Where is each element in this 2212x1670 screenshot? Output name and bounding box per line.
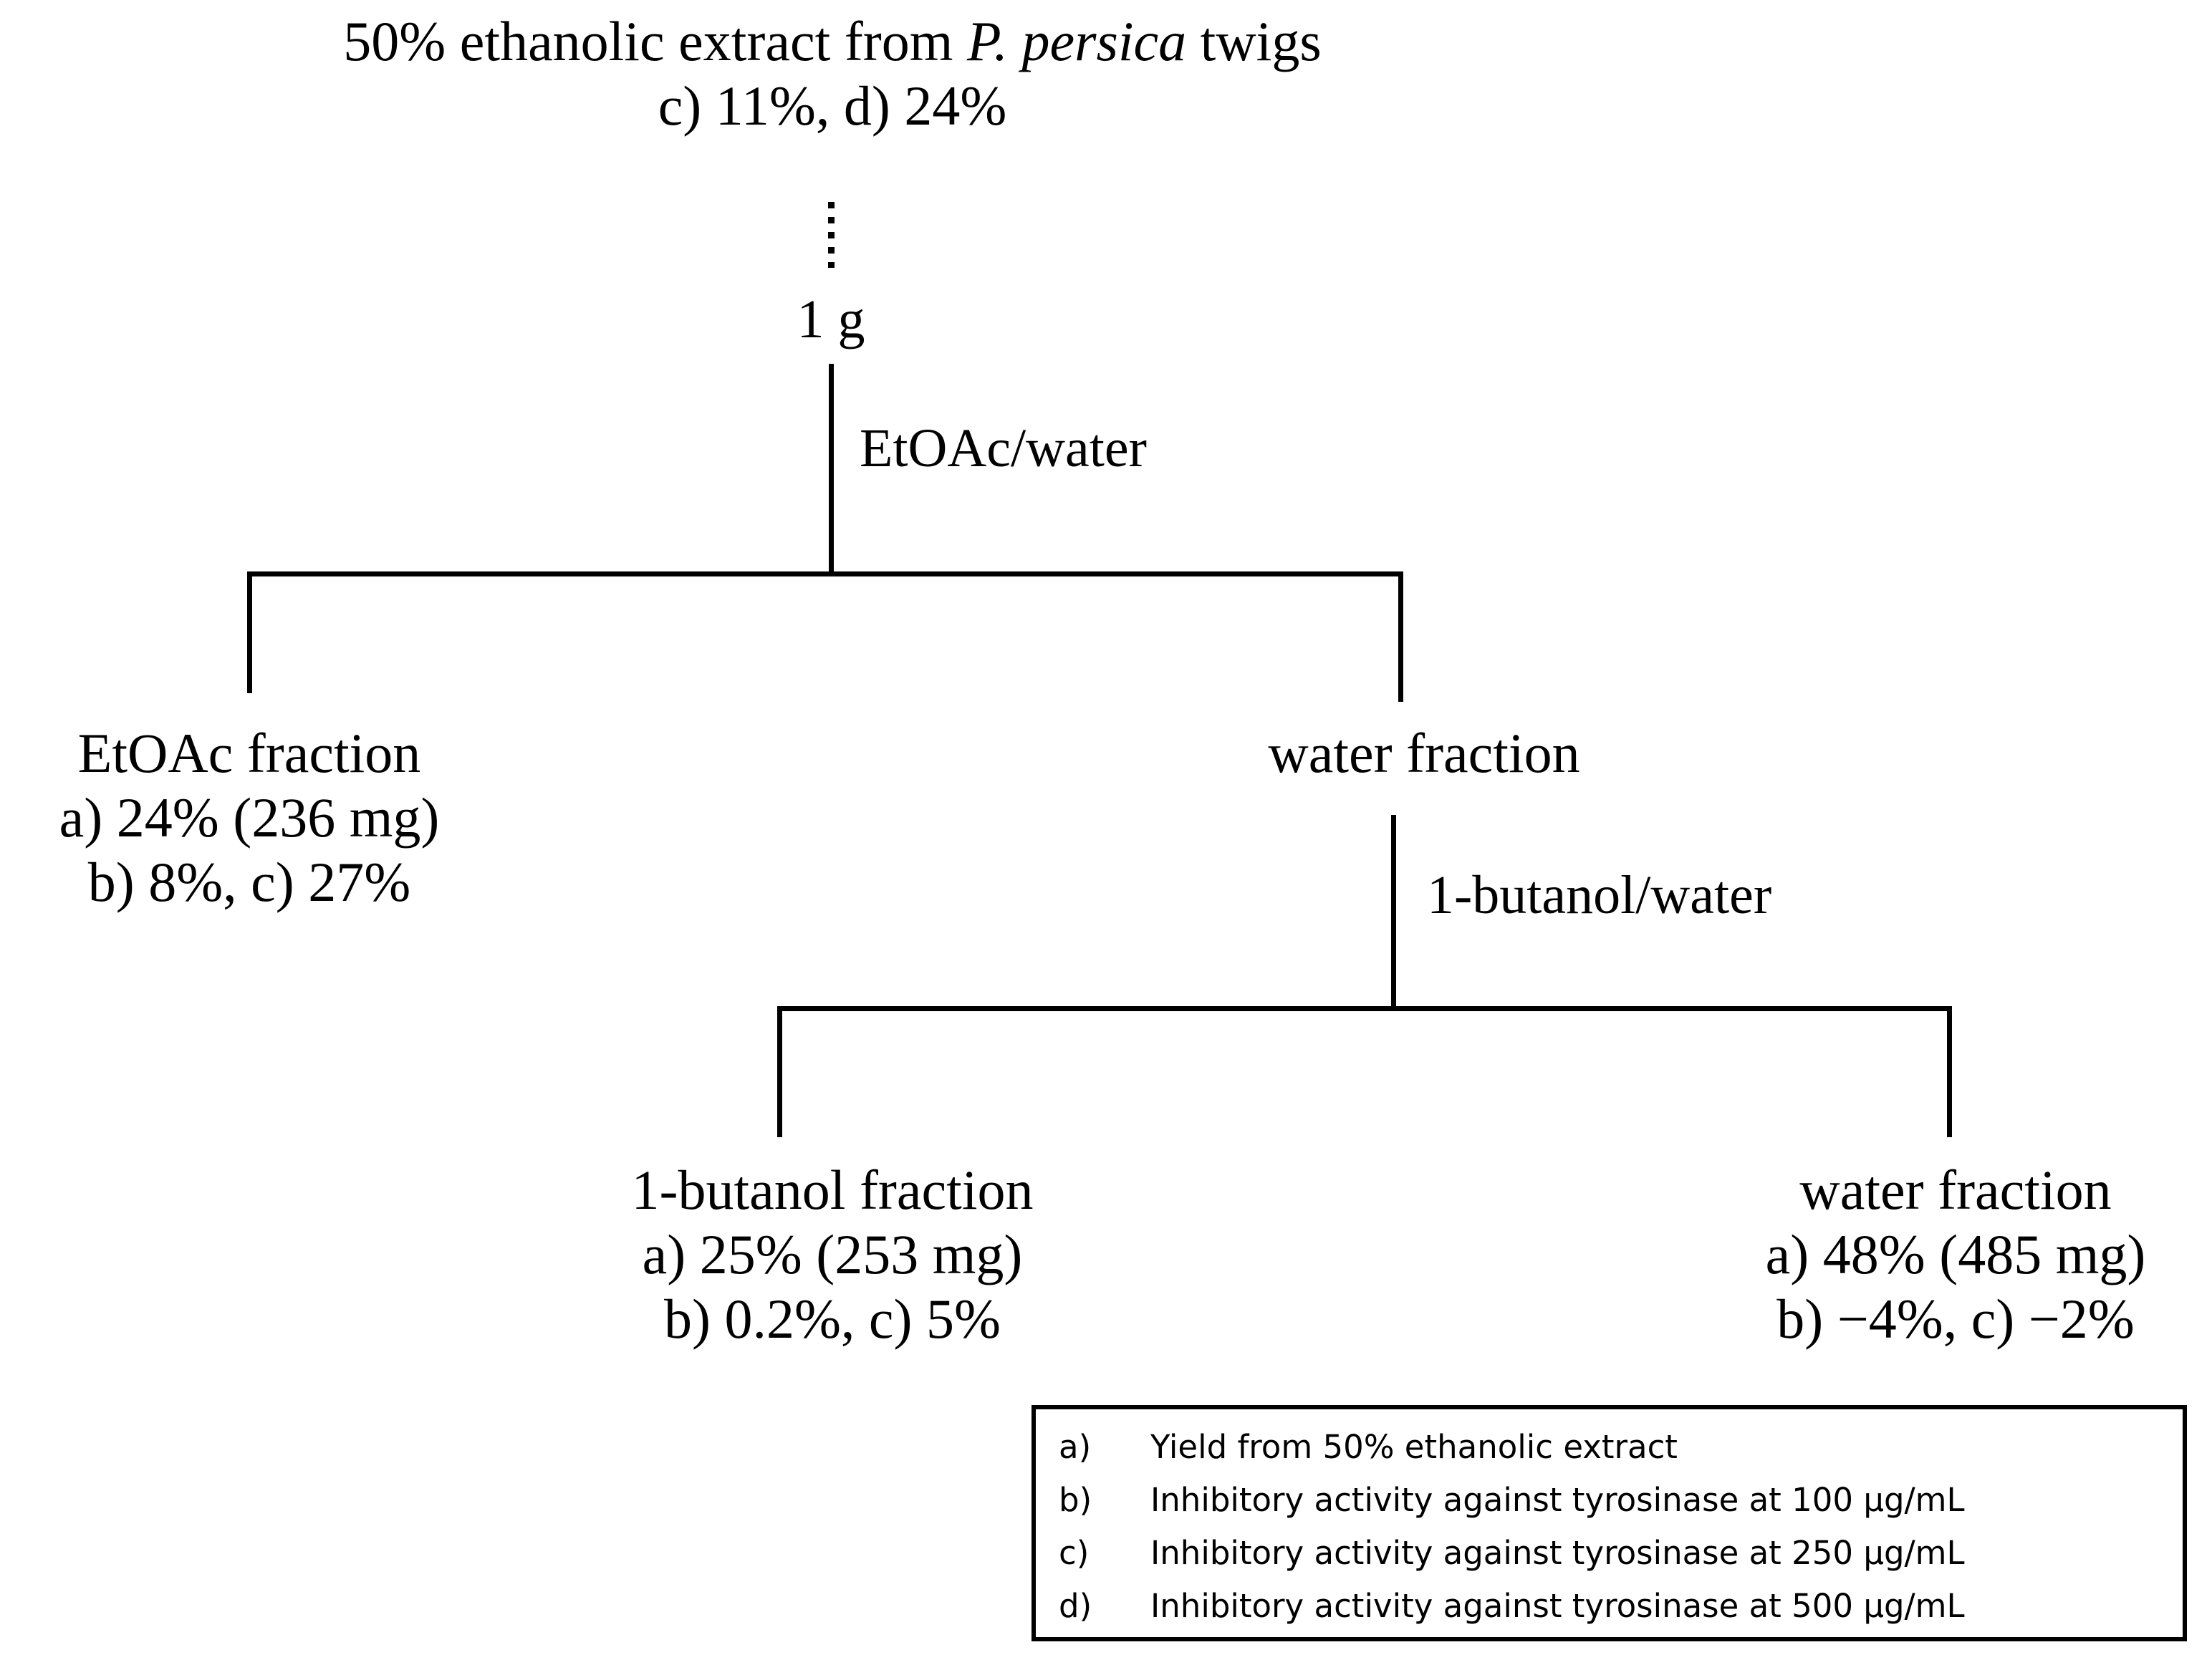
legend-key-a: a) [1059, 1427, 1092, 1466]
node-etoac-fraction-yield: a) 24% (236 mg) [59, 786, 440, 849]
edge-label-butanol-water: 1-butanol/water [1427, 865, 1772, 925]
node-butanol-fraction-activity: b) 0.2%, c) 5% [663, 1288, 1001, 1350]
split2-right-branch [1947, 1006, 1952, 1137]
legend-text-a: Yield from 50% ethanolic extract [1150, 1427, 1678, 1466]
split2-horizontal-connector [777, 1006, 1952, 1011]
split2-left-branch [777, 1006, 782, 1137]
mass-label: 1 g [797, 289, 865, 349]
node-water-fraction-final-label: water fraction [1799, 1159, 2112, 1221]
root-node-activity: c) 11%, d) 24% [658, 74, 1007, 137]
node-water-fraction-final-activity: b) −4%, c) −2% [1776, 1288, 2135, 1350]
root-title-species: P. persica [966, 10, 1187, 72]
node-butanol-fraction-label: 1-butanol fraction [631, 1159, 1034, 1221]
legend-key-c: c) [1059, 1533, 1090, 1572]
node-butanol-fraction-yield: a) 25% (253 mg) [642, 1223, 1023, 1285]
legend-key-b: b) [1059, 1480, 1092, 1519]
legend-text-d: Inhibitory activity against tyrosinase a… [1150, 1586, 1965, 1625]
legend-key-d: d) [1059, 1586, 1092, 1625]
legend-text-b: Inhibitory activity against tyrosinase a… [1150, 1480, 1965, 1519]
legend-text-c: Inhibitory activity against tyrosinase a… [1150, 1533, 1965, 1572]
legend-row-b: b) Inhibitory activity against tyrosinas… [1036, 1474, 2183, 1525]
node-etoac-fraction-activity: b) 8%, c) 27% [87, 851, 411, 913]
split1-horizontal-connector [247, 571, 1403, 576]
legend-row-d: d) Inhibitory activity against tyrosinas… [1036, 1580, 2183, 1631]
water-fraction-connector [1391, 815, 1396, 1009]
legend-box: a) Yield from 50% ethanolic extract b) I… [1032, 1405, 2187, 1641]
trunk-connector [829, 364, 834, 574]
legend-row-a: a) Yield from 50% ethanolic extract [1036, 1421, 2183, 1472]
edge-label-etoac-water: EtOAc/water [860, 418, 1147, 478]
node-etoac-fraction-label: EtOAc fraction [77, 722, 421, 784]
dotted-connector [828, 202, 835, 268]
node-water-fraction-mid-label: water fraction [1268, 722, 1580, 784]
node-water-fraction-final-yield: a) 48% (485 mg) [1765, 1223, 2146, 1285]
legend-row-c: c) Inhibitory activity against tyrosinas… [1036, 1527, 2183, 1578]
root-title-suffix: twigs [1186, 10, 1322, 72]
split1-left-branch [247, 571, 252, 693]
root-title-prefix: 50% ethanolic extract from [343, 10, 967, 72]
root-node-title: 50% ethanolic extract from P. persica tw… [343, 6, 1321, 77]
split1-right-branch [1398, 571, 1403, 702]
